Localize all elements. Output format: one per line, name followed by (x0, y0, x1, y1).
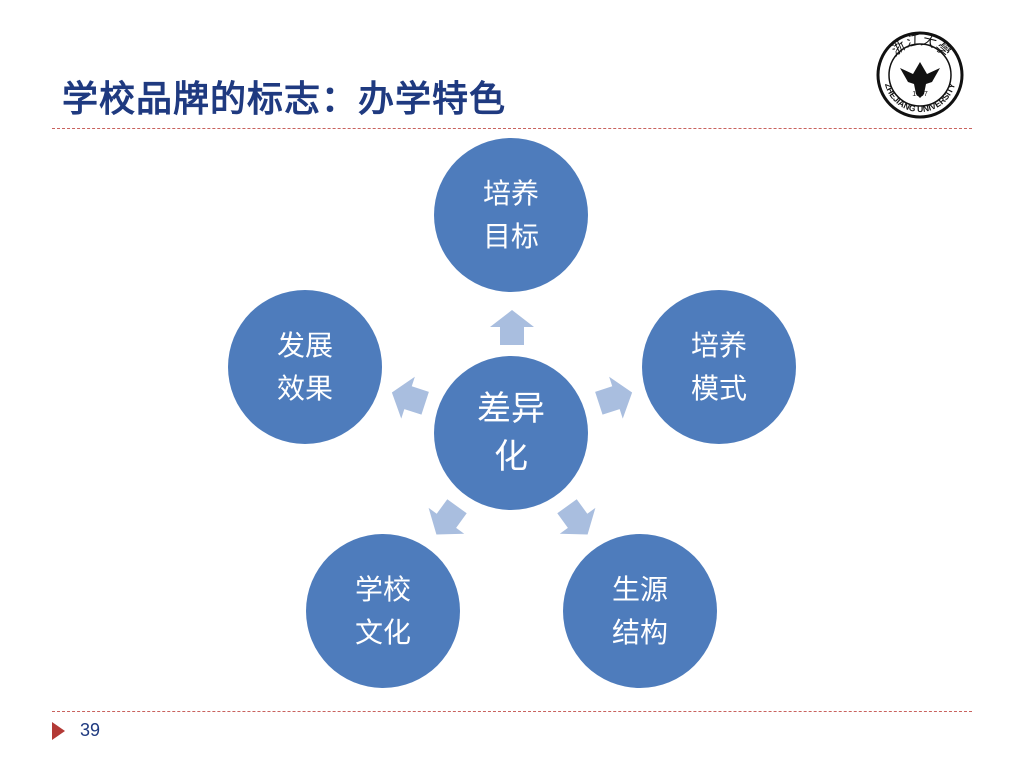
logo-year: 1897 (912, 91, 928, 98)
arrow-to-top-node (490, 310, 534, 345)
node-development-results: 发展 效果 (228, 290, 382, 444)
node-school-culture-line1: 学校 (354, 573, 411, 606)
node-center-line2: 化 (494, 437, 528, 477)
eagle-icon (900, 62, 940, 98)
node-training-goals-line1: 培养 (482, 177, 539, 210)
node-training-goals-line2: 目标 (482, 220, 539, 253)
node-differentiation-center: 差异 化 (434, 356, 588, 510)
node-student-source-line2: 结构 (611, 616, 668, 649)
page-number: 39 (80, 720, 101, 740)
node-development-results-line2: 效果 (276, 372, 333, 405)
node-student-source: 生源 结构 (563, 534, 717, 688)
footer-triangle-icon (52, 722, 65, 740)
logo-inner-ring (888, 43, 952, 107)
node-development-results-line1: 发展 (276, 329, 333, 362)
node-center-line1: 差异 (477, 389, 545, 429)
node-training-model-line2: 模式 (690, 372, 747, 405)
slide-title: 学校品牌的标志：办学特色 (62, 78, 507, 120)
footer-divider (52, 711, 972, 712)
arrow-to-lower-right-node (557, 499, 596, 535)
arrow-to-left-node (391, 376, 429, 419)
node-training-model-line1: 培养 (690, 329, 747, 362)
node-training-goals: 培养 目标 (434, 138, 588, 292)
node-school-culture: 学校 文化 (306, 534, 460, 688)
node-school-culture-line2: 文化 (354, 616, 411, 649)
zhejiang-university-logo: 浙江大學 1897 ZHEJIANG UNIVERSITY (876, 31, 964, 119)
arrow-to-lower-left-node (428, 499, 467, 535)
arrow-to-right-node (595, 376, 633, 419)
title-divider (52, 128, 972, 129)
node-student-source-line1: 生源 (611, 573, 668, 606)
node-training-model: 培养 模式 (642, 290, 796, 444)
